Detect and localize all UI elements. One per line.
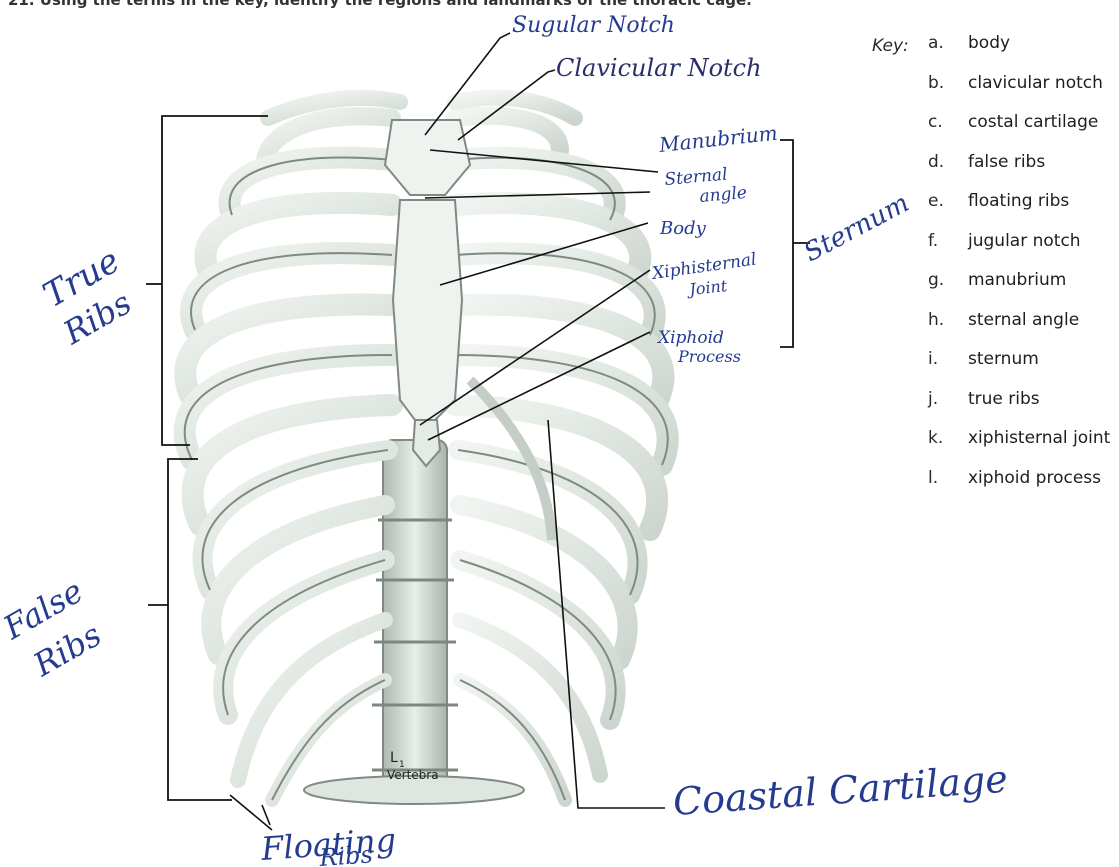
key-letter: h.: [928, 310, 968, 350]
key-item: j.true ribs: [928, 389, 1110, 429]
annotation-xiphoid-line2: Process: [677, 347, 741, 366]
key-letter: j.: [928, 389, 968, 429]
annotation-jugular-notch: Sugular Notch: [512, 13, 675, 38]
key-item: i.sternum: [928, 349, 1110, 389]
key-term: sternal angle: [968, 310, 1079, 350]
key-letter: d.: [928, 152, 968, 192]
key-term: sternum: [968, 349, 1039, 389]
key-letter: e.: [928, 191, 968, 231]
handwritten-annotations: Sugular Notch Clavicular Notch Manubrium…: [0, 13, 1009, 867]
key-term: body: [968, 33, 1010, 73]
annotation-manubrium: Manubrium: [657, 121, 779, 157]
annotation-costal-cartilage: Coastal Cartilage: [672, 757, 1009, 824]
key-item: g.manubrium: [928, 270, 1110, 310]
key-letter: c.: [928, 112, 968, 152]
annotation-body: Body: [659, 218, 707, 239]
key-letter: l.: [928, 468, 968, 508]
key-letter: b.: [928, 73, 968, 113]
annotation-sternum: Sternum: [799, 188, 914, 268]
annotation-sternal-angle-line2: angle: [699, 183, 748, 207]
left-ribs: [185, 116, 392, 800]
key-item: a.body: [928, 33, 1110, 73]
key-item: b.clavicular notch: [928, 73, 1110, 113]
key-item: h.sternal angle: [928, 310, 1110, 350]
annotation-floating-ribs-line2: Ribs: [317, 840, 373, 867]
key-item: d.false ribs: [928, 152, 1110, 192]
vertebra-word-label: Vertebra: [387, 768, 439, 782]
vertebral-column: [383, 440, 447, 790]
key-letter: f.: [928, 231, 968, 271]
key-term: false ribs: [968, 152, 1045, 192]
key-item: f.jugular notch: [928, 231, 1110, 271]
key-item: l.xiphoid process: [928, 468, 1110, 508]
key-term: xiphisternal joint: [968, 428, 1110, 468]
key-item: e.floating ribs: [928, 191, 1110, 231]
key-letter: i.: [928, 349, 968, 389]
key-term: xiphoid process: [968, 468, 1101, 508]
key-list: a.body b.clavicular notch c.costal carti…: [928, 33, 1110, 507]
key-letter: a.: [928, 33, 968, 73]
key-item: k.xiphisternal joint: [928, 428, 1110, 468]
annotation-clavicular-notch: Clavicular Notch: [556, 54, 762, 82]
key-term: clavicular notch: [968, 73, 1103, 113]
key-term: jugular notch: [968, 231, 1081, 271]
key-term: true ribs: [968, 389, 1040, 429]
vertebra-level-label: L: [390, 750, 398, 766]
key-term: floating ribs: [968, 191, 1069, 231]
sternum-body-shape: [393, 200, 462, 420]
key-letter: g.: [928, 270, 968, 310]
key-term: manubrium: [968, 270, 1066, 310]
rib-cage-illustration: L 1 Vertebra: [185, 98, 668, 804]
key-term: costal cartilage: [968, 112, 1098, 152]
annotation-xiphoid-line1: Xiphoid: [656, 328, 724, 348]
annotation-xiphisternal-line2: Joint: [685, 276, 728, 299]
right-ribs: [455, 116, 668, 800]
key-letter: k.: [928, 428, 968, 468]
key-item: c.costal cartilage: [928, 112, 1110, 152]
key-title: Key:: [872, 36, 909, 56]
